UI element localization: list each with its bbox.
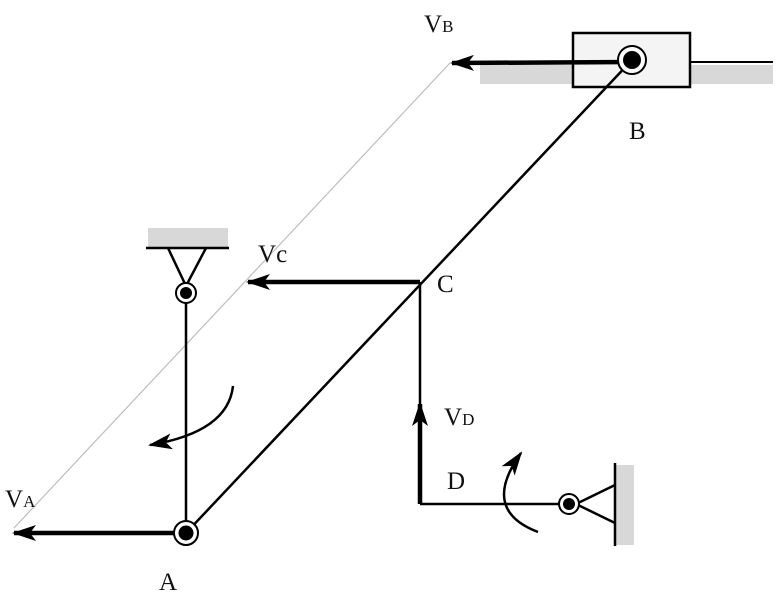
label-velocity-vb: VB — [424, 11, 453, 38]
angular-velocity-arc-right — [501, 451, 539, 534]
label-point-a: A — [159, 569, 177, 596]
label-point-b: B — [629, 118, 646, 145]
label-va-main: V — [5, 486, 23, 513]
right-support-ground — [616, 465, 634, 545]
link-ab — [185, 59, 633, 534]
right-support-triangle — [573, 483, 616, 525]
label-vc-sub: c — [276, 241, 287, 268]
label-vc-main: V — [258, 241, 276, 268]
label-velocity-vc: Vc — [258, 241, 287, 268]
label-point-d: D — [447, 468, 465, 495]
angular-velocity-arc-left — [148, 385, 235, 450]
label-vd-main: V — [444, 404, 462, 431]
label-va-sub: A — [23, 492, 36, 511]
pin-right-inner — [563, 498, 575, 510]
construction-line — [13, 62, 451, 529]
top-support-triangle — [166, 247, 208, 289]
label-velocity-va: VA — [5, 486, 36, 513]
label-velocity-vd: VD — [444, 404, 474, 431]
top-support-ground — [148, 228, 228, 248]
pin-b-inner — [623, 51, 641, 69]
pin-a-inner — [178, 525, 194, 541]
velocity-vb-arrow — [450, 54, 633, 71]
pin-top-inner — [180, 287, 192, 299]
label-vb-main: V — [424, 11, 442, 38]
label-vb-sub: B — [442, 17, 453, 36]
label-vd-sub: D — [462, 410, 474, 429]
label-point-c: C — [437, 271, 454, 298]
